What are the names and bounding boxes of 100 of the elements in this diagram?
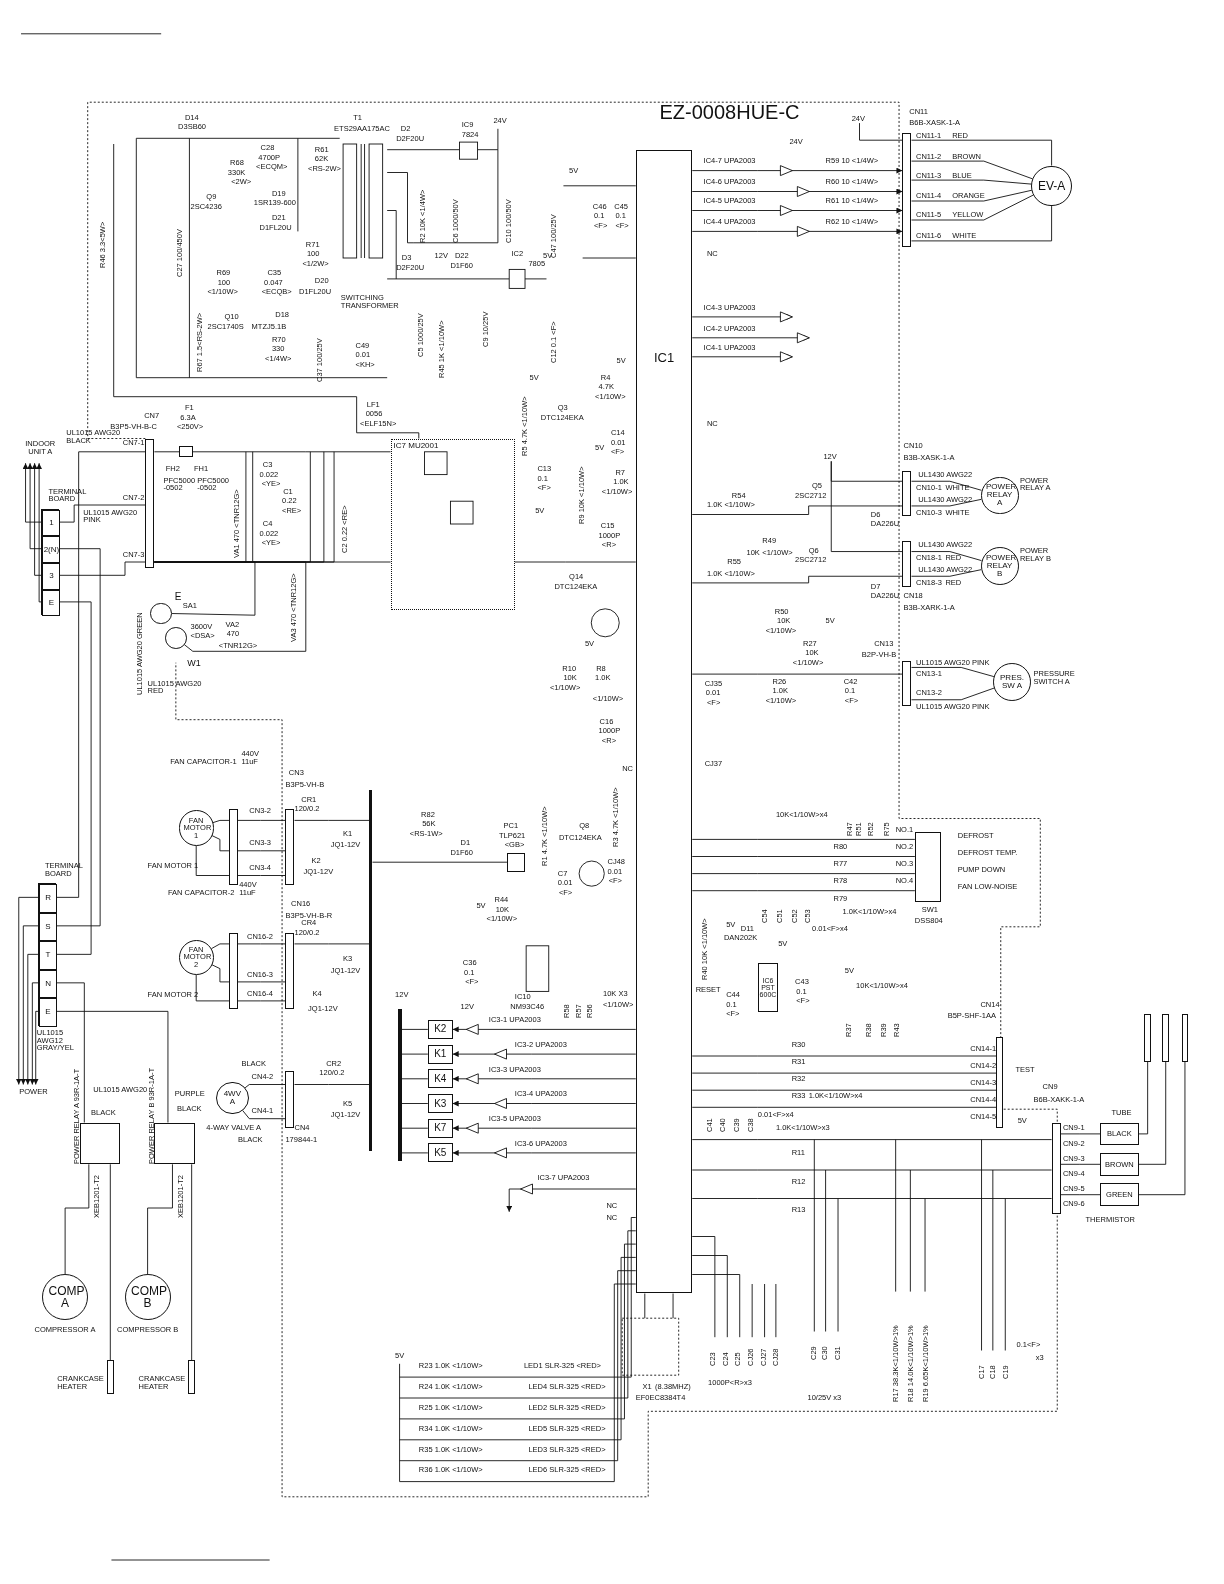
wire [859,122,903,141]
compressor-circle: COMP A [42,1274,89,1321]
wire [691,1089,997,1091]
wire [911,667,995,678]
terminal-cell: E [42,589,61,617]
wire [237,819,286,821]
wire [691,856,916,857]
connector-block [902,541,912,587]
wire [109,1163,111,1361]
connector-block [285,809,295,885]
connector-block [228,932,238,1009]
wire [401,1078,429,1080]
wire [294,1084,370,1085]
wire [644,1293,646,1319]
connector-block [902,660,912,707]
wire [399,1283,637,1483]
relay-label-box: K1 [427,1044,453,1064]
wire [911,569,982,577]
wire [401,1028,429,1030]
wire [294,819,370,821]
sensor-element [1144,1014,1151,1062]
component-caption: E [174,592,182,603]
wire [401,1127,429,1129]
wire [294,943,370,945]
wire [55,601,92,955]
relay-label-box: K7 [427,1118,453,1138]
wire [1138,1061,1186,1196]
terminal-cell: E [39,998,58,1027]
wire [691,673,903,675]
wire [399,1256,637,1441]
wire [1060,1163,1101,1165]
wire [399,1270,637,1462]
wire [691,1198,1053,1199]
relay-contact-block [79,1122,121,1165]
wire [691,838,916,840]
wire [1138,1061,1167,1165]
wire [399,1243,637,1420]
earth-terminal-circle [150,602,172,625]
wire [911,205,1053,242]
terminal-cell: S [39,912,58,942]
wire [59,504,146,523]
wire [237,850,286,852]
pressure-switch-circle: PRES. SW A [993,662,1031,701]
connector-block [996,1037,1003,1129]
terminal-cell: R [39,884,58,913]
wire [244,1084,286,1089]
wire [691,1055,997,1057]
wire [153,561,307,652]
optocoupler-symbol [506,852,525,872]
wire [691,505,903,515]
wire [691,1236,716,1338]
wire [55,1010,169,1123]
valve-coil-circle: EV-A [1031,165,1072,207]
wire [691,890,916,892]
relay-label-box: K2 [427,1019,453,1039]
wire [911,189,1033,202]
wire [195,974,230,1002]
component-caption: W1 [187,658,201,669]
wire [211,943,230,950]
wire [399,1230,637,1399]
earth-terminal-circle [165,627,187,649]
wire [401,1103,429,1104]
sensor-element [1162,1014,1170,1062]
wire [237,1000,286,1002]
relay-circle: POWER RELAY A [980,476,1019,515]
wire [911,480,982,491]
terminal-cell: N [39,969,58,999]
connector-block [285,1071,295,1129]
wire [691,1139,1053,1141]
wire [55,982,85,1123]
wire [399,1217,637,1378]
wire [401,1053,429,1055]
relay-circle: POWER RELAY B [980,546,1019,585]
wire [191,1163,193,1361]
terminal-cell: 3 [42,563,61,590]
wire [64,1163,90,1275]
wire [237,981,286,983]
terminal-cell: T [39,941,58,970]
wire [212,819,230,824]
wire [691,1106,997,1108]
wire [147,1163,173,1275]
heater-element [188,1360,196,1395]
wire [55,451,146,898]
component-label: EZ-0008HUE-C [659,102,800,123]
wire [691,1255,728,1338]
wire [691,575,903,584]
wire [911,139,1053,166]
wire [372,861,508,863]
wire [830,460,903,552]
valve-circle: 4WV A [216,1081,249,1114]
wire [59,561,146,576]
ic-chip-body: IC1 [635,149,693,1294]
compressor-circle: COMP B [124,1274,171,1321]
wire [911,551,982,562]
wire [211,835,230,852]
wire [691,1169,1053,1171]
terminal-cell: 1 [42,509,61,537]
terminal-cell: 2(N) [42,536,61,563]
wire [691,1072,997,1074]
dip-switch [914,831,941,903]
